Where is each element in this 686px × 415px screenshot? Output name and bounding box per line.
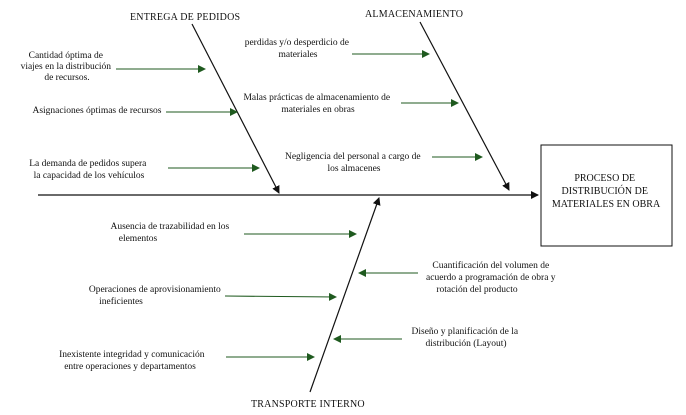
cause-line: acuerdo a programación de obra y [426, 273, 556, 283]
cause-line: distribución (Layout) [426, 338, 507, 349]
cause-line: Cantidad óptima de [29, 51, 103, 61]
cause-line: elementos [119, 234, 158, 244]
cause-line: Inexistente integridad y comunicación [59, 350, 205, 360]
cause-line: Malas prácticas de almacenamiento de [243, 93, 390, 103]
cause-ausencia-trazabilidad: Ausencia de trazabilidad en los elemento… [110, 222, 231, 244]
cause-line: entre operaciones y departamentos [64, 362, 196, 372]
cause-line: Negligencia del personal a cargo de [285, 152, 421, 162]
effect-label: PROCESO DE DISTRIBUCIÓN DE MATERIALES EN… [552, 173, 661, 210]
cause-line: la capacidad de los vehículos [34, 171, 145, 181]
cause-line: La demanda de pedidos supera [29, 159, 147, 169]
cause-diseno-planificacion: Diseño y planificación de la distribució… [412, 326, 521, 349]
cause-line: Asignaciones óptimas de recursos [32, 106, 161, 116]
cause-asignaciones-optimas: Asignaciones óptimas de recursos [32, 106, 161, 116]
cause-line: perdidas y/o desperdicio de [245, 38, 349, 48]
cause-cuantificacion-volumen: Cuantificación del volumen de acuerdo a … [426, 260, 558, 295]
cause-line: viajes en la distribución [21, 62, 112, 72]
cause-inexistente-integridad: Inexistente integridad y comunicación en… [59, 350, 207, 372]
cause-line: materiales en obras [281, 105, 355, 115]
effect-box [540, 144, 673, 247]
cause-line: Cuantificación del volumen de [432, 260, 549, 271]
cause-line: los almacenes [327, 164, 380, 174]
cause-line: Ausencia de trazabilidad en los [110, 222, 229, 232]
category-transporte-interno: TRANSPORTE INTERNO [251, 399, 365, 410]
effect-line: MATERIALES EN OBRA [552, 199, 661, 210]
cause-cantidad-optima-viajes: Cantidad óptima de viajes en la distribu… [21, 51, 114, 83]
effect-line: DISTRIBUCIÓN DE [562, 185, 648, 197]
bone-almacenamiento [419, 21, 510, 191]
cause-line: materiales [278, 50, 317, 60]
cause-line: Operaciones de aprovisionamiento [89, 285, 221, 295]
category-entrega-de-pedidos: ENTREGA DE PEDIDOS [130, 12, 240, 23]
cause-line: de recursos. [44, 73, 89, 83]
cause-demanda-pedidos: La demanda de pedidos supera la capacida… [29, 159, 149, 181]
cause-operaciones-aprovisionamiento: Operaciones de aprovisionamiento inefici… [89, 285, 223, 307]
category-almacenamiento: ALMACENAMIENTO [365, 9, 463, 20]
bone-transporte-interno [309, 197, 381, 393]
cause-perdidas-desperdicio: perdidas y/o desperdicio de materiales [245, 38, 352, 60]
cause-negligencia-personal: Negligencia del personal a cargo de los … [285, 152, 423, 174]
cause-malas-practicas: Malas prácticas de almacenamiento de mat… [243, 93, 392, 115]
cause-line: rotación del producto [436, 285, 518, 295]
cause-line: ineficientes [99, 296, 143, 307]
cause-line: Diseño y planificación de la [412, 326, 519, 337]
cause-arrow [224, 292, 337, 301]
effect-line: PROCESO DE [574, 173, 635, 184]
